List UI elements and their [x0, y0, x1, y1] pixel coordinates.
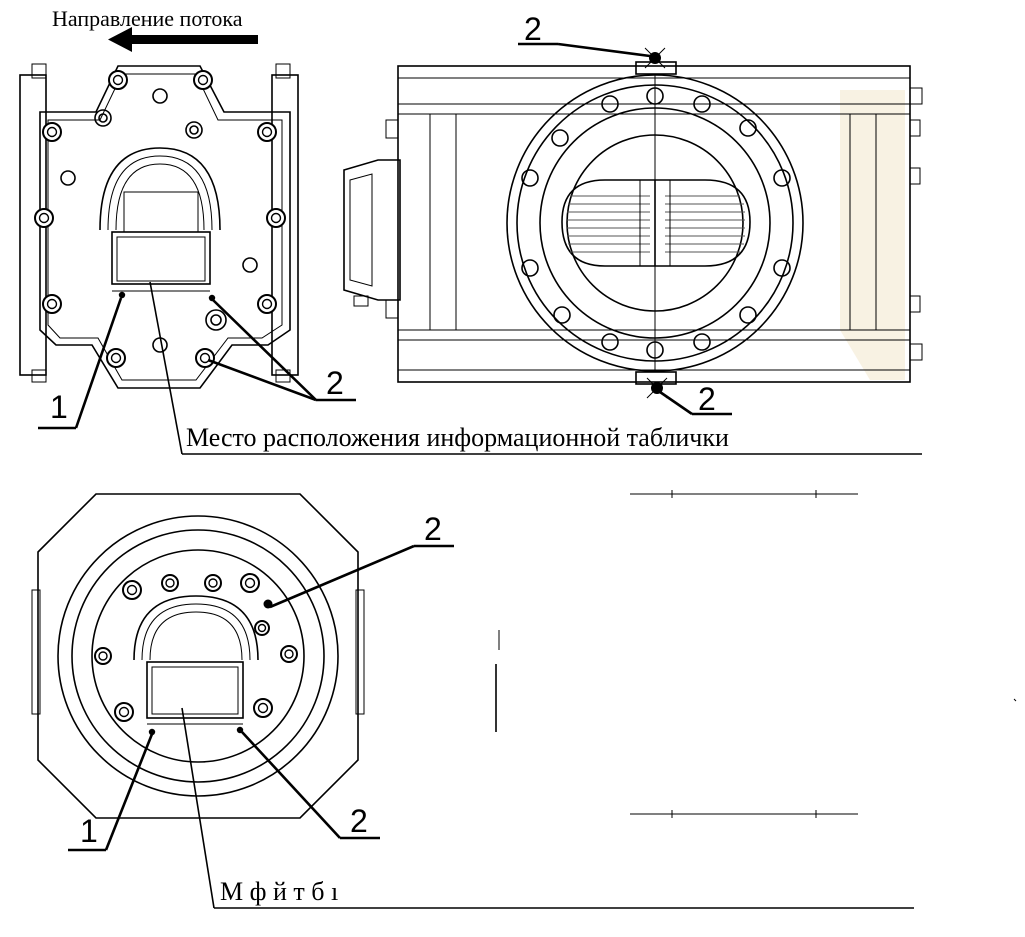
callout-bottom-seal: 2 [659, 381, 732, 417]
callout-left-2: 2 [207, 299, 356, 402]
bolt-icon [94, 573, 298, 722]
plate-location-callout-top: Место расположения информационной таблич… [149, 281, 922, 455]
top-right-side-view [343, 47, 923, 399]
flow-arrow-icon [108, 27, 258, 52]
callout-number: 2 [524, 11, 542, 47]
callout-left-1: 1 [38, 297, 123, 430]
callout-number: 2 [424, 511, 442, 547]
callout-number: 1 [80, 813, 98, 849]
callout-bottom-1: 1 [68, 733, 154, 852]
rotor-hatching [567, 195, 745, 253]
callout-top-seal: 2 [518, 11, 651, 58]
top-left-end-view [19, 63, 299, 389]
seal-icon [644, 47, 668, 399]
callout-number: 2 [698, 381, 716, 417]
callout-number: 2 [350, 803, 368, 839]
plate-location-label: Место расположения информационной таблич… [186, 423, 729, 452]
callout-bottom-right-2: 2 [269, 511, 454, 609]
callout-number: 1 [50, 389, 68, 425]
plate-location-callout-bottom: М ф й т б ı [181, 707, 914, 909]
bolt-icon [34, 70, 286, 368]
flow-direction: Направление потока [52, 6, 258, 52]
bottom-right-partial-view [495, 490, 1017, 818]
callout-bottom-2: 2 [241, 731, 380, 840]
bottom-left-end-view [31, 493, 365, 819]
plate-location-label: М ф й т б ı [220, 877, 338, 906]
callout-number: 2 [326, 365, 344, 401]
flow-direction-label: Направление потока [52, 6, 243, 31]
